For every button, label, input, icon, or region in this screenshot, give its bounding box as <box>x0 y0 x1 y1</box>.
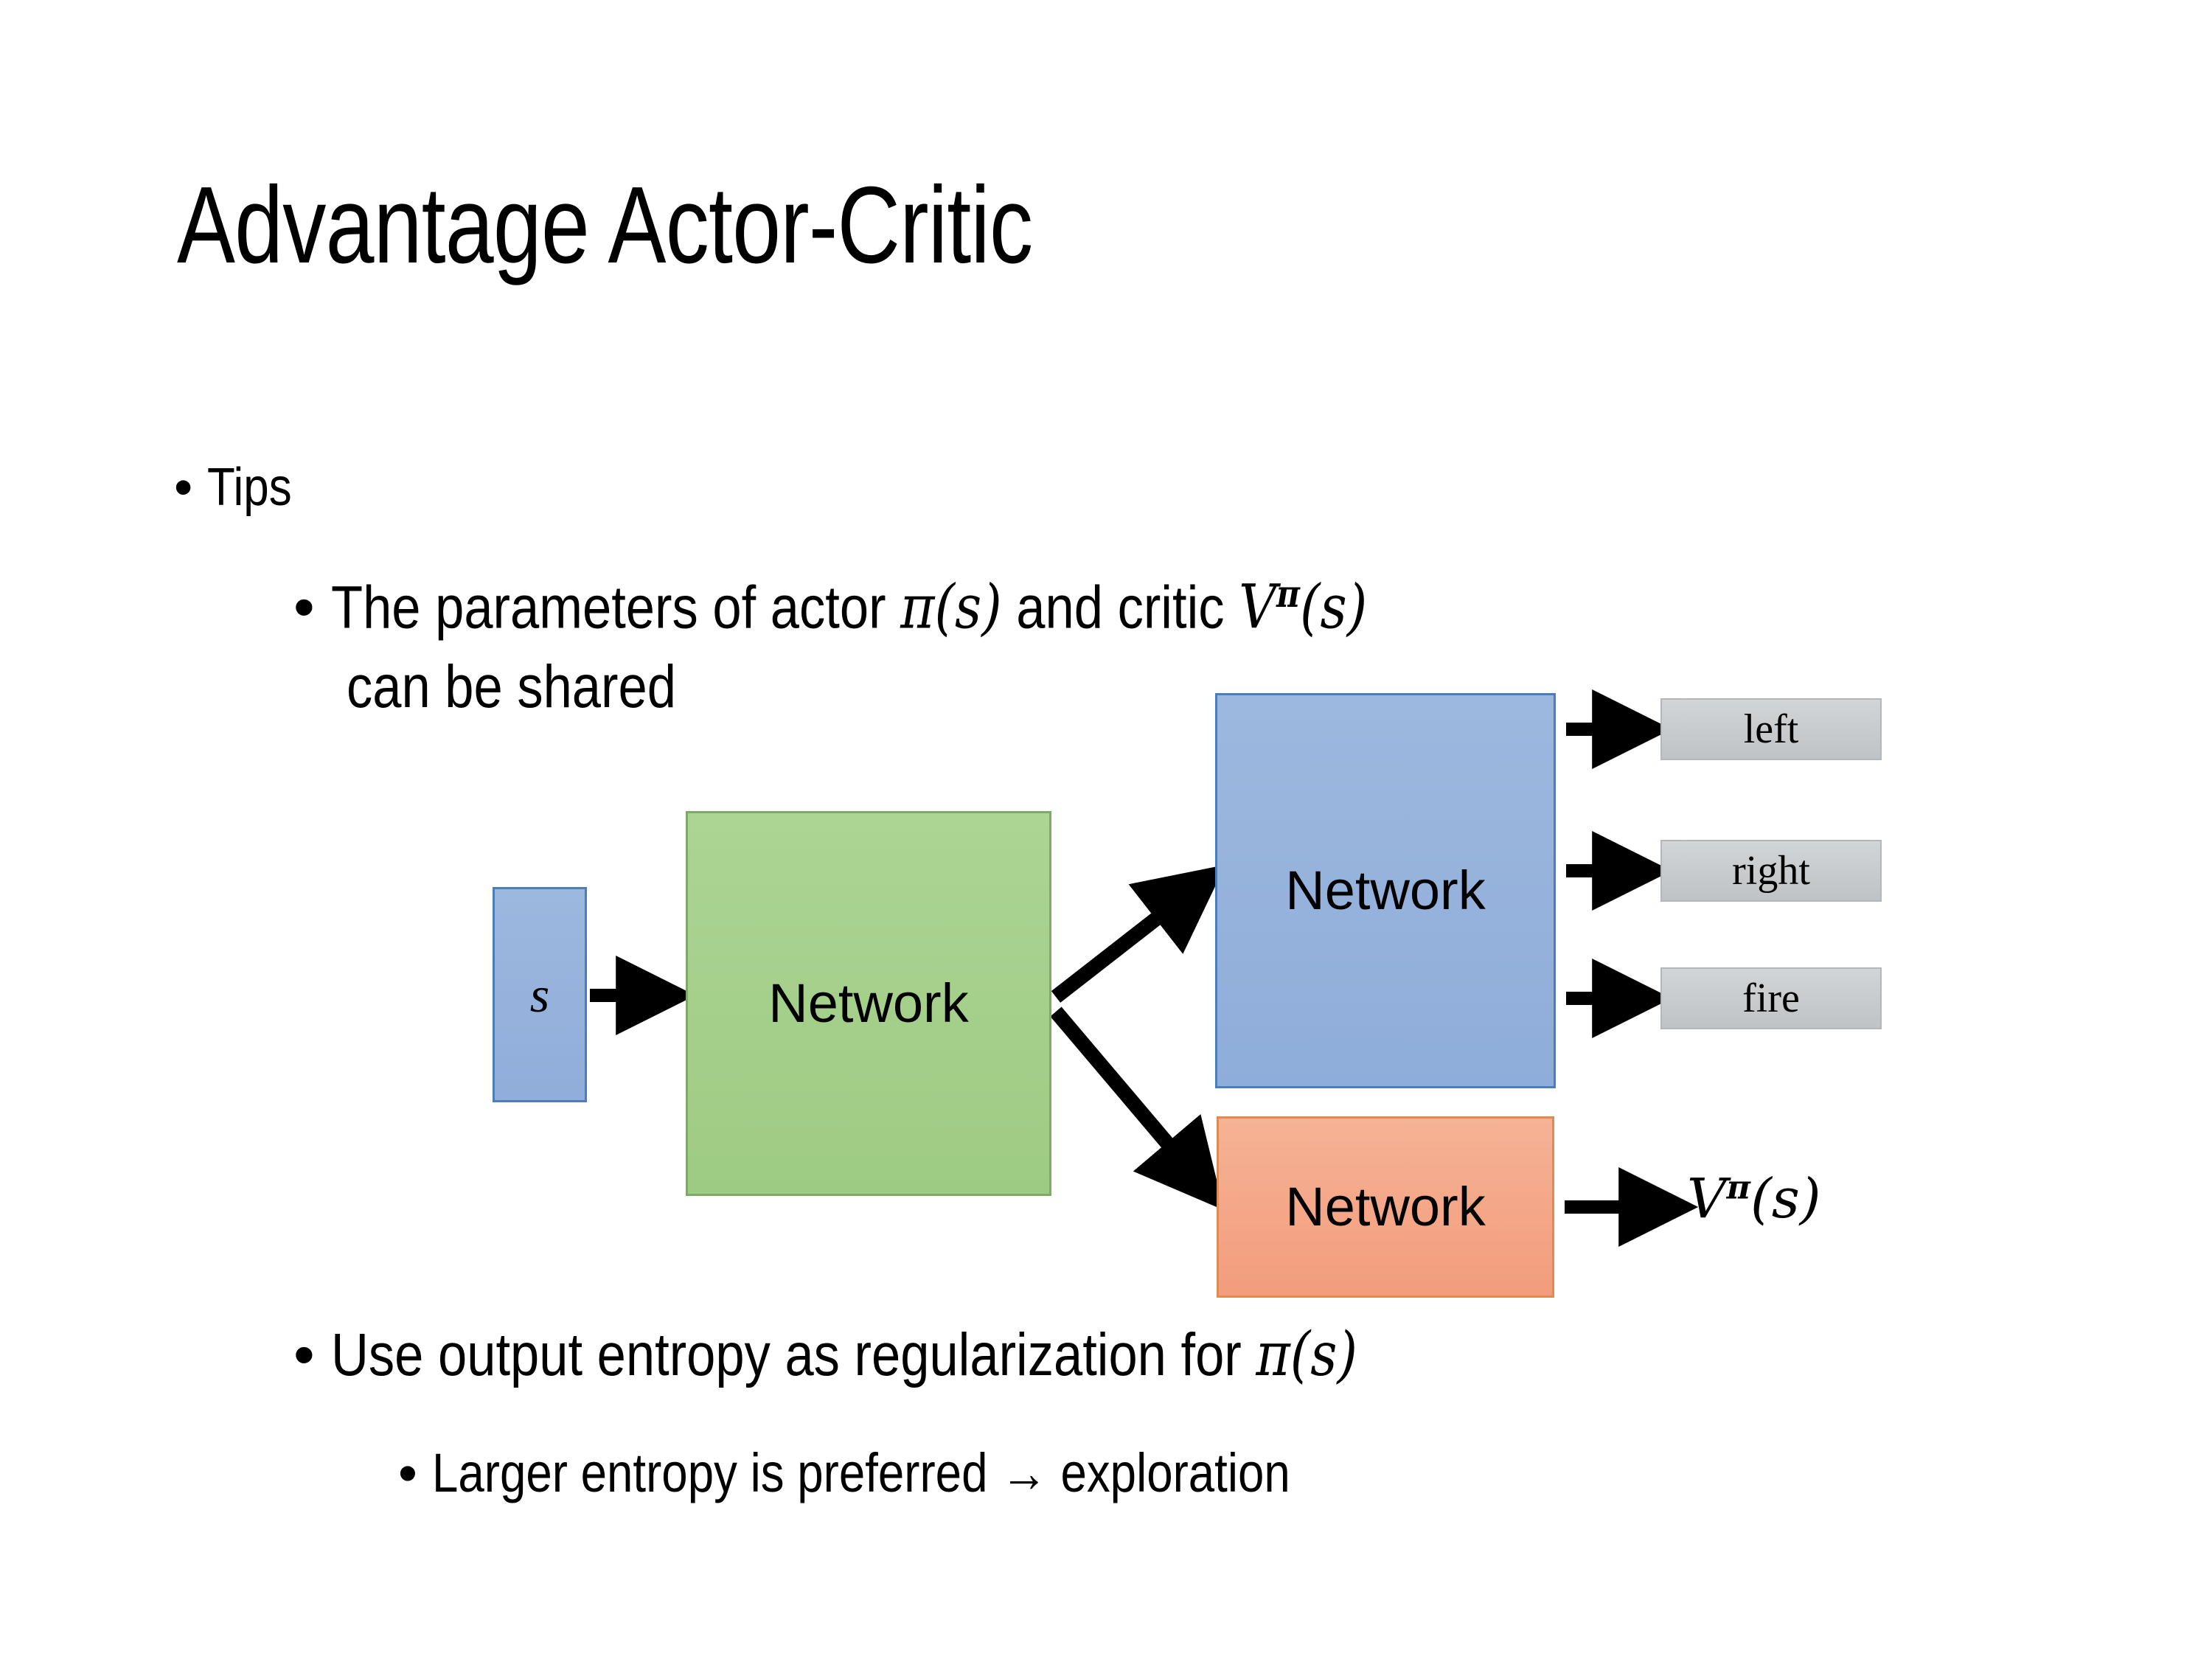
arrow-shared-to-critic <box>1050 1006 1225 1211</box>
entropy-text: Use output entropy as regularization for <box>330 1321 1256 1388</box>
action-left-label: left <box>1743 706 1799 752</box>
bullet-tips: •Tips <box>174 457 305 518</box>
bullet-larger-entropy: •Larger entropy is preferred → explorati… <box>398 1441 1430 1504</box>
bullet-marker: • <box>293 574 315 641</box>
bullet-entropy-regularization: •Use output entropy as regularization fo… <box>293 1320 1524 1390</box>
math-critic-v: V <box>1238 572 1276 643</box>
bullet-marker: • <box>174 458 193 517</box>
critic-network-box[interactable]: Network <box>1217 1116 1554 1298</box>
actor-network-label: Network <box>1285 860 1486 921</box>
math-policy-pi-s: π(s) <box>1256 1320 1357 1390</box>
value-function-output: Vπ(s) <box>1687 1167 1821 1231</box>
math-critic-argument: (s) <box>1299 572 1368 643</box>
bullet-tips-label: Tips <box>206 458 292 517</box>
action-right-label: right <box>1732 848 1810 894</box>
value-argument: (s) <box>1750 1167 1821 1231</box>
state-input-box[interactable]: s <box>493 887 587 1102</box>
shared-network-box[interactable]: Network <box>686 811 1051 1196</box>
actor-network-box[interactable]: Network <box>1215 693 1556 1088</box>
math-critic-superscript-pi: π <box>1276 571 1300 616</box>
params-text-middle: and critic <box>1001 574 1239 641</box>
params-text-before: The parameters of actor <box>330 574 900 641</box>
bullet-shared-parameters: •The parameters of actor π(s) and critic… <box>293 571 1536 642</box>
shared-network-label: Network <box>768 973 969 1034</box>
params-line2-label: can be shared <box>347 653 676 720</box>
bullet-shared-parameters-line2: can be shared <box>347 653 730 722</box>
bullet-marker: • <box>293 1321 315 1388</box>
action-output-left[interactable]: left <box>1660 698 1882 760</box>
value-superscript-pi: π <box>1726 1168 1750 1207</box>
arrow-shared-to-actor <box>1051 864 1226 1003</box>
action-output-right[interactable]: right <box>1660 840 1882 902</box>
action-fire-label: fire <box>1742 975 1800 1021</box>
larger-entropy-label: Larger entropy is preferred → exploratio… <box>431 1442 1290 1503</box>
value-base: V <box>1687 1167 1727 1231</box>
critic-network-label: Network <box>1285 1176 1486 1237</box>
bullet-marker: • <box>398 1442 417 1503</box>
state-label: s <box>529 967 550 1023</box>
math-actor-pi-s: π(s) <box>900 572 1002 643</box>
page-title: Advantage Actor-Critic <box>177 164 1033 286</box>
action-output-fire[interactable]: fire <box>1660 967 1882 1029</box>
